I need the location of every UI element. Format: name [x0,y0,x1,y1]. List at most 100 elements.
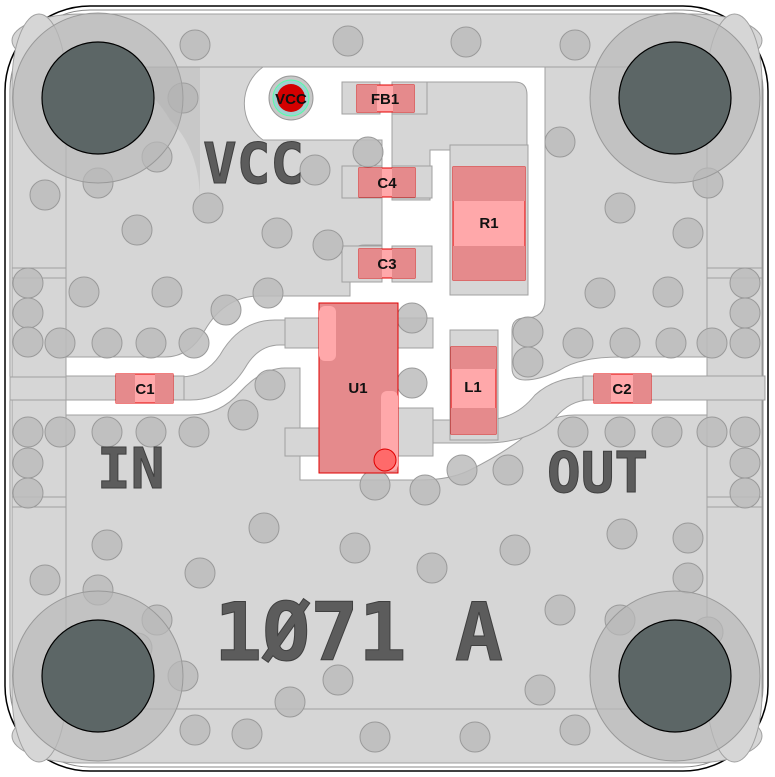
via [416,552,448,584]
via [227,399,259,431]
via [12,447,44,479]
via [192,192,224,224]
via [178,416,210,448]
part-marking: 1Ø71 A [214,586,503,679]
via [352,136,384,168]
via [179,29,211,61]
via [231,718,263,750]
via [729,447,761,479]
via [12,477,44,509]
via [299,154,331,186]
via [409,474,441,506]
silk-label-vcc: VCC [203,132,304,197]
via [672,522,704,554]
via [524,674,556,706]
via [312,229,344,261]
via [248,512,280,544]
via [44,416,76,448]
via [544,126,576,158]
via [178,327,210,359]
vias [12,25,761,753]
via [151,276,183,308]
via [606,518,638,550]
via [559,714,591,746]
via [12,297,44,329]
via [135,327,167,359]
vcc-test-point[interactable]: VCC [268,75,314,121]
via [729,297,761,329]
via [512,316,544,348]
via [274,686,306,718]
via [252,277,284,309]
via [91,327,123,359]
via [729,416,761,448]
mount-holes [12,12,761,762]
via [512,346,544,378]
via [584,277,616,309]
via [261,217,293,249]
via [44,327,76,359]
via [29,179,61,211]
component-label: L1 [464,379,482,396]
via [459,721,491,753]
via [446,454,478,486]
component-u1[interactable]: U1 [318,302,399,474]
via [12,326,44,358]
via [322,664,354,696]
via [729,267,761,299]
via [696,327,728,359]
via [604,192,636,224]
via [12,267,44,299]
silk-label-out: OUT [547,441,648,506]
component-c1[interactable]: C1 [115,373,174,404]
via [68,276,100,308]
via [651,416,683,448]
via [609,327,641,359]
component-label: C4 [377,175,397,192]
via [396,367,428,399]
mount-hole-bottom-right [589,590,761,762]
component-label: C3 [377,256,396,273]
via [604,416,636,448]
vcc-test-point-label: VCC [275,91,307,108]
via [396,302,428,334]
mount-hole-top-right [589,12,761,184]
via [450,26,482,58]
via [254,369,286,401]
via [557,416,589,448]
component-r1[interactable]: R1 [452,166,526,281]
via [91,416,123,448]
via [655,327,687,359]
component-c2[interactable]: C2 [593,373,652,404]
component-label: U1 [348,380,367,397]
component-label: C1 [135,381,154,398]
via [179,714,211,746]
component-label: R1 [479,215,498,232]
via [729,477,761,509]
via [184,557,216,589]
via [696,416,728,448]
via [544,594,576,626]
via [562,327,594,359]
component-c4[interactable]: C4 [358,167,416,198]
via [91,529,123,561]
via [359,721,391,753]
via [729,327,761,359]
component-label: FB1 [371,91,399,108]
component-label: C2 [612,381,631,398]
via [121,214,153,246]
via [29,564,61,596]
via [359,469,391,501]
component-c3[interactable]: C3 [358,248,416,279]
silk-label-in: IN [97,437,164,502]
component-fb1[interactable]: FB1 [356,84,415,113]
component-l1[interactable]: L1 [450,346,497,435]
pad-u1-left-bottom [284,427,322,457]
via [672,217,704,249]
via [339,532,371,564]
via [492,454,524,486]
via [135,416,167,448]
via [499,534,531,566]
via [210,294,242,326]
